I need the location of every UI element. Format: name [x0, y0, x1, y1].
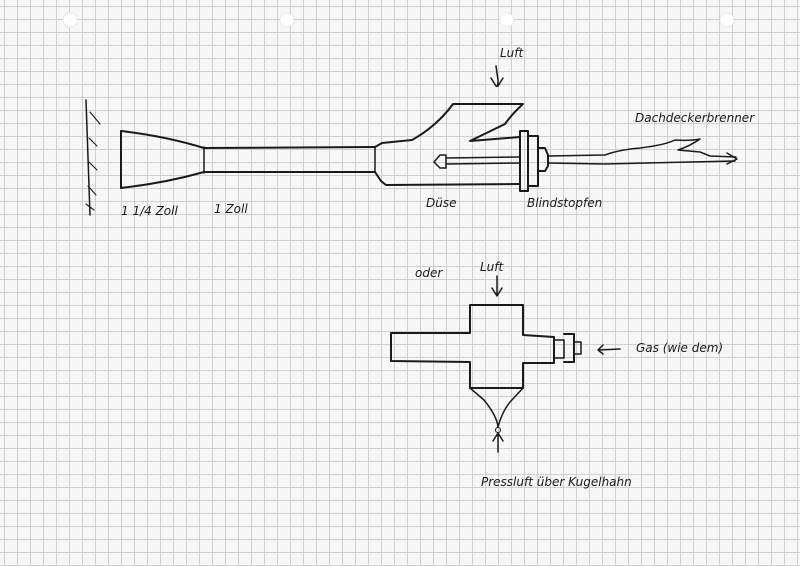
punch-hole: [719, 12, 735, 28]
label-luft-bottom: Luft: [480, 260, 505, 274]
label-gas: Gas (wie dem): [636, 341, 723, 355]
label-dachdeckerbrenner: Dachdeckerbrenner: [635, 111, 755, 125]
label-duese: Düse: [426, 196, 456, 210]
punch-hole: [62, 12, 78, 28]
cross-fitting: [390, 304, 555, 389]
tee-upper-body: [374, 103, 524, 148]
pipe-top-edge: [203, 146, 376, 149]
label-size-1-1-4: 1 1/4 Zoll: [121, 204, 178, 218]
nozzle: [433, 154, 447, 169]
air-arrow: [490, 65, 504, 88]
punch-hole: [279, 12, 295, 28]
funnel-bottom-edge: [120, 171, 205, 189]
burner-pipe-sketch: [85, 65, 738, 216]
gas-fitting-body: [553, 339, 565, 359]
punch-holes: [62, 12, 735, 28]
blind-plug: [519, 130, 529, 192]
label-luft-top: Luft: [500, 46, 525, 60]
label-size-1: 1 Zoll: [214, 202, 248, 216]
ball-valve-marker: [494, 426, 502, 434]
label-blindstopfen: Blindstopfen: [527, 196, 602, 210]
label-oder: oder: [415, 266, 443, 280]
air-arrow-bottom: [491, 275, 503, 297]
punch-hole: [499, 12, 515, 28]
gas-line-bottom: [445, 162, 521, 165]
torch-pipe-top: [547, 138, 737, 158]
label-pressluft: Pressluft über Kugelhahn: [481, 475, 632, 489]
left-wall-line: [85, 99, 91, 216]
gas-arrow: [597, 344, 621, 355]
compressed-air-arrow: [492, 432, 504, 453]
gas-fitting-stub: [573, 341, 582, 355]
funnel-top-edge: [120, 130, 205, 149]
tee-lower-body: [374, 171, 521, 186]
blind-plug-nut: [537, 147, 549, 172]
wall-hatching: [85, 111, 101, 211]
gas-fitting-nut: [563, 333, 575, 363]
bottom-funnel: [469, 387, 524, 428]
flame-arrow-head: [726, 152, 738, 165]
gas-line-top: [445, 156, 521, 159]
torch-pipe-bottom: [547, 160, 736, 165]
blind-plug-cap: [527, 135, 539, 187]
cross-fitting-sketch: [390, 275, 621, 453]
